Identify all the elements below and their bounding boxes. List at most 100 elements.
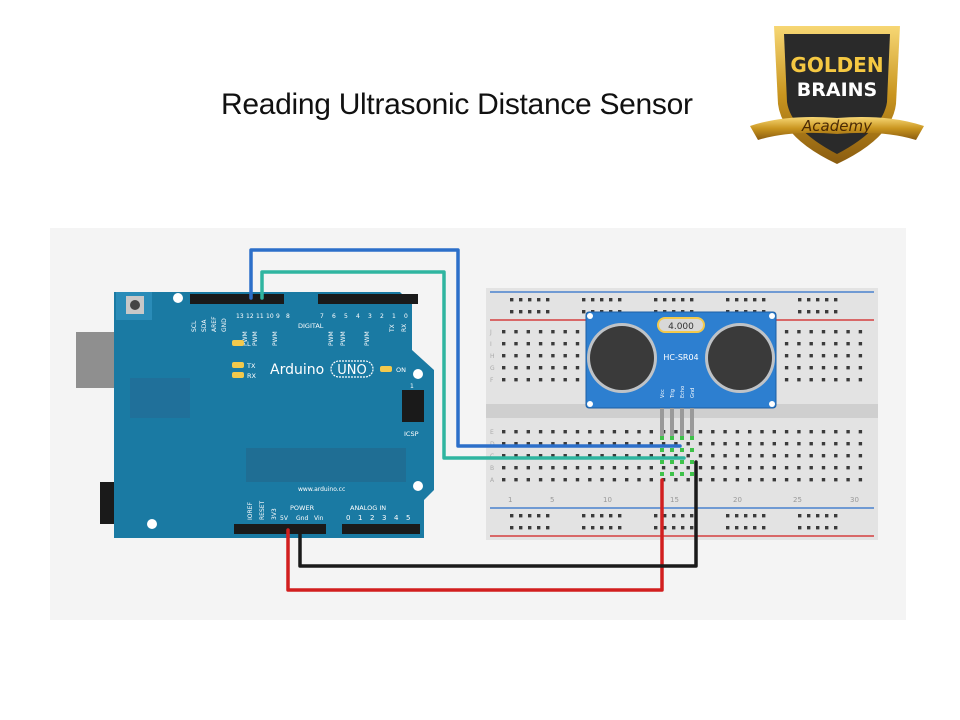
breadboard-hole (821, 354, 826, 358)
power-pin-label: Vin (314, 515, 324, 522)
sensor-mount-hole (769, 401, 775, 407)
breadboard-hole (528, 310, 532, 314)
breadboard-hole (797, 378, 801, 382)
breadboard-hole (551, 466, 555, 470)
breadboard-hole (502, 430, 506, 434)
breadboard-hole (663, 526, 667, 530)
analog-pin-label: 1 (358, 514, 362, 522)
breadboard-hole (546, 298, 550, 302)
breadboard-hole (821, 378, 826, 382)
breadboard-hole (575, 430, 580, 434)
breadboard-hole (514, 354, 518, 358)
breadboard-hole (510, 310, 514, 314)
breadboard-hole (526, 442, 530, 446)
breadboard-hole (546, 310, 550, 314)
breadboard-hole (846, 330, 850, 334)
breadboard-hole (681, 526, 685, 530)
breadboard-hole (753, 298, 757, 302)
icsp-pin-label: 1 (410, 383, 414, 390)
analog-pin-label: 4 (394, 514, 399, 522)
logo-line1: GOLDEN (790, 53, 883, 77)
breadboard-hole (537, 310, 541, 314)
breadboard-hole (674, 478, 678, 482)
breadboard-hole (858, 342, 863, 346)
breadboard-hole (528, 298, 532, 302)
breadboard-hole (760, 478, 764, 482)
breadboard-hole (649, 466, 653, 470)
breadboard-hole (672, 298, 676, 302)
breadboard-hole (809, 330, 813, 334)
breadboard-hole (618, 298, 622, 302)
breadboard-hole (563, 454, 567, 458)
breadboard-hole (698, 478, 703, 482)
breadboard-hole (625, 454, 629, 458)
breadboard-hole (834, 310, 838, 314)
breadboard-hole (591, 514, 595, 518)
breadboard-hole (784, 354, 789, 358)
breadboard-hole (846, 342, 850, 346)
breadboard-hole (625, 430, 629, 434)
breadboard-hole (526, 478, 530, 482)
breadboard-hole (797, 442, 801, 446)
breadboard-hole (661, 442, 666, 446)
breadboard-hole (772, 430, 776, 434)
breadboard-hole (762, 526, 766, 530)
crystal-label: 4.000 (668, 322, 694, 332)
breadboard-hole (686, 466, 690, 470)
breadboard-hole (612, 478, 617, 482)
breadboard-hole (821, 342, 826, 346)
col-number: 25 (793, 496, 802, 504)
logo-line2: BRAINS (797, 79, 877, 101)
breadboard-hole (748, 466, 752, 470)
breadboard-hole (834, 342, 838, 346)
breadboard-hole (672, 526, 676, 530)
breadboard-hole (538, 366, 543, 370)
breadboard-hole (618, 526, 622, 530)
breadboard-hole (661, 466, 666, 470)
breadboard-hole (825, 310, 829, 314)
breadboard-hole (519, 514, 523, 518)
breadboard-hole (591, 298, 595, 302)
col-number: 15 (670, 496, 679, 504)
breadboard-hole (502, 442, 506, 446)
breadboard-hole (502, 366, 506, 370)
pin-label: 6 (332, 313, 336, 320)
breadboard-hole (502, 378, 506, 382)
digital-label: DIGITAL (298, 322, 324, 330)
led-l (232, 340, 244, 346)
breadboard-hole (784, 478, 789, 482)
breadboard-hole (661, 454, 666, 458)
breadboard-hole (526, 366, 530, 370)
breadboard-hole (649, 430, 653, 434)
board-mount-hole (413, 369, 423, 379)
breadboard-hole (686, 442, 690, 446)
breadboard-hole (735, 526, 739, 530)
icsp-label: ICSP (404, 430, 419, 438)
breadboard-hole (551, 354, 555, 358)
breadboard-hole (551, 454, 555, 458)
breadboard-hole (563, 442, 567, 446)
pin-label: 3 (368, 313, 372, 320)
pin-label: AREF (211, 316, 218, 332)
digital-header-right (318, 294, 418, 304)
pwm-label: PWM (364, 331, 371, 346)
breadboard-hole (760, 442, 764, 446)
breadboard-hole (834, 298, 838, 302)
breadboard-hole (582, 526, 586, 530)
breadboard-hole (510, 514, 514, 518)
breadboard-hole (612, 466, 617, 470)
breadboard-hole (821, 454, 826, 458)
breadboard-hole (538, 430, 543, 434)
breadboard-hole (807, 298, 811, 302)
breadboard-hole (674, 466, 678, 470)
breadboard-hole (797, 366, 801, 370)
breadboard-hole (834, 514, 838, 518)
breadboard-hole (514, 366, 518, 370)
breadboard-hole (514, 330, 518, 334)
wire-teal (260, 270, 686, 460)
breadboard-hole (575, 378, 580, 382)
breadboard-hole (846, 354, 850, 358)
pin-label: 8 (286, 313, 290, 320)
breadboard-hole (698, 442, 703, 446)
breadboard-hole (575, 330, 580, 334)
